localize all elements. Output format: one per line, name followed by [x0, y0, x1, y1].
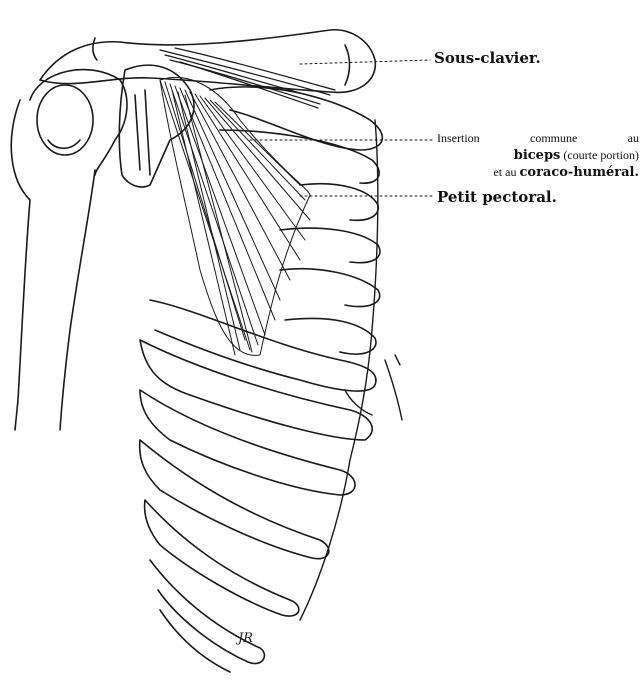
insertion-coraco-humeral: coraco-huméral.	[519, 165, 639, 180]
pectoralis-minor-muscle	[160, 77, 310, 355]
humerus	[11, 70, 127, 430]
label-sous-clavier: Sous-clavier.	[434, 49, 541, 67]
insertion-courte-portion: (courte portion)	[560, 148, 639, 162]
insertion-et-au: et au	[493, 165, 519, 179]
insertion-word-1: Insertion	[437, 131, 480, 146]
costal-cartilage	[300, 120, 402, 620]
label-petit-pectoral: Petit pectoral.	[437, 188, 557, 206]
insertion-word-3: au	[628, 131, 639, 146]
ribs	[140, 87, 383, 672]
artist-signature: JR	[238, 631, 253, 646]
coracoid-process	[119, 65, 194, 187]
insertion-word-2: commune	[530, 131, 577, 146]
leader-sous-clavier	[300, 60, 430, 64]
clavicle	[40, 30, 375, 93]
insertion-biceps: biceps	[514, 148, 561, 163]
label-insertion: Insertion commune au biceps (courte port…	[437, 131, 639, 180]
